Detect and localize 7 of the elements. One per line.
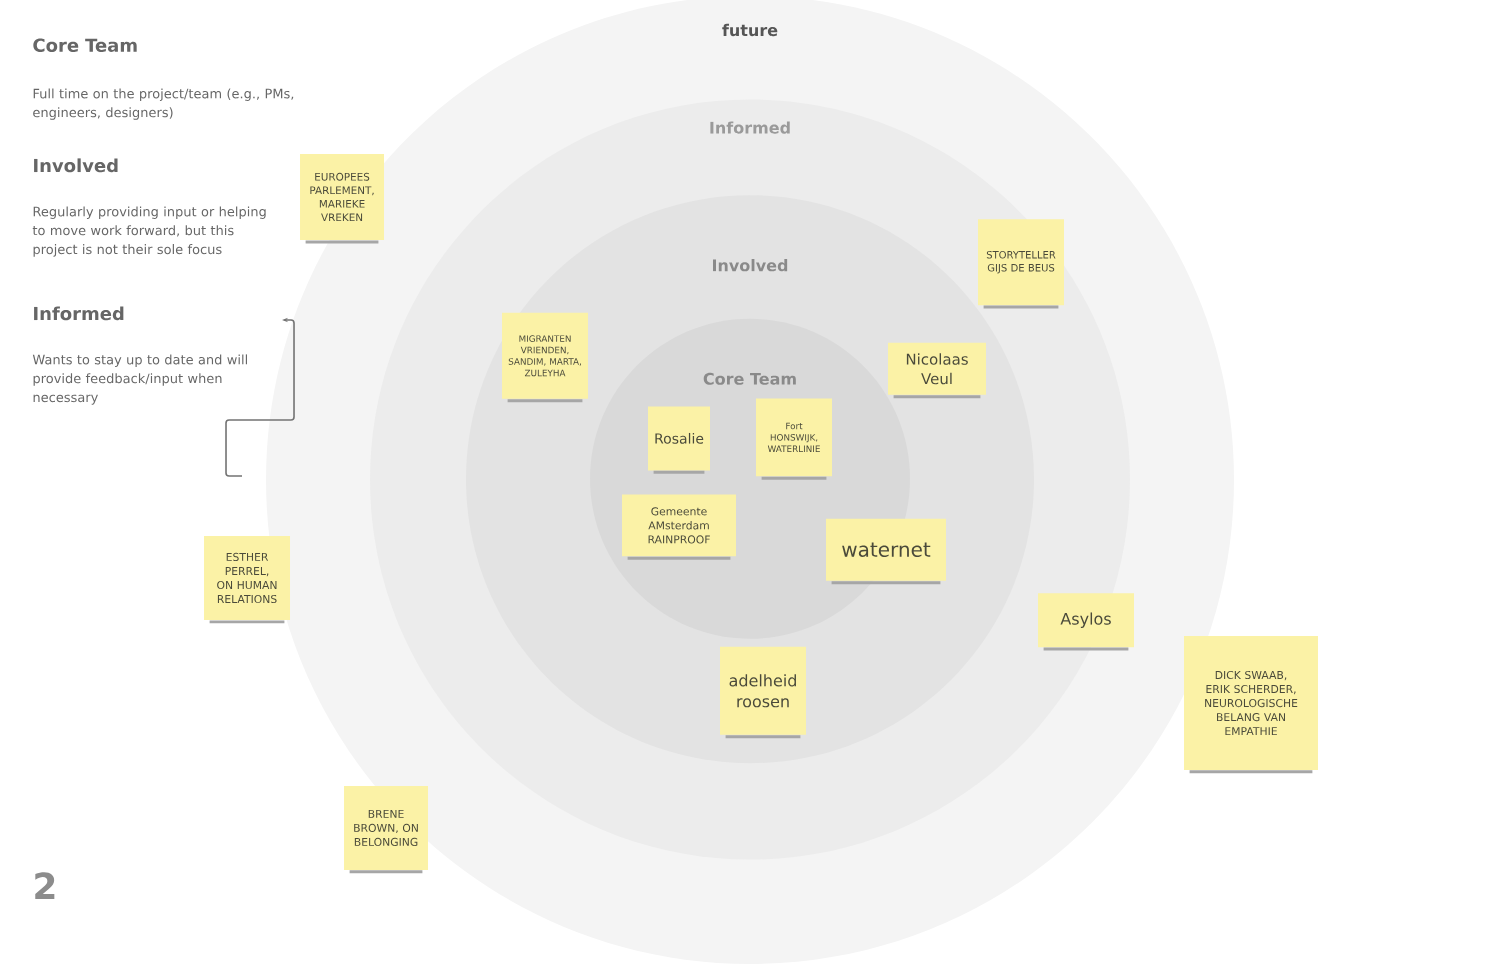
page-number: 2 bbox=[35, 872, 55, 900]
sticky-note: adelheid roosen bbox=[720, 646, 806, 739]
heading: Involved bbox=[34, 158, 118, 173]
sticky-note: waternet bbox=[826, 518, 946, 585]
sticky-note: Asylos bbox=[1038, 593, 1134, 651]
heading: Core Team bbox=[33, 38, 137, 52]
heading: Informed bbox=[34, 306, 124, 321]
